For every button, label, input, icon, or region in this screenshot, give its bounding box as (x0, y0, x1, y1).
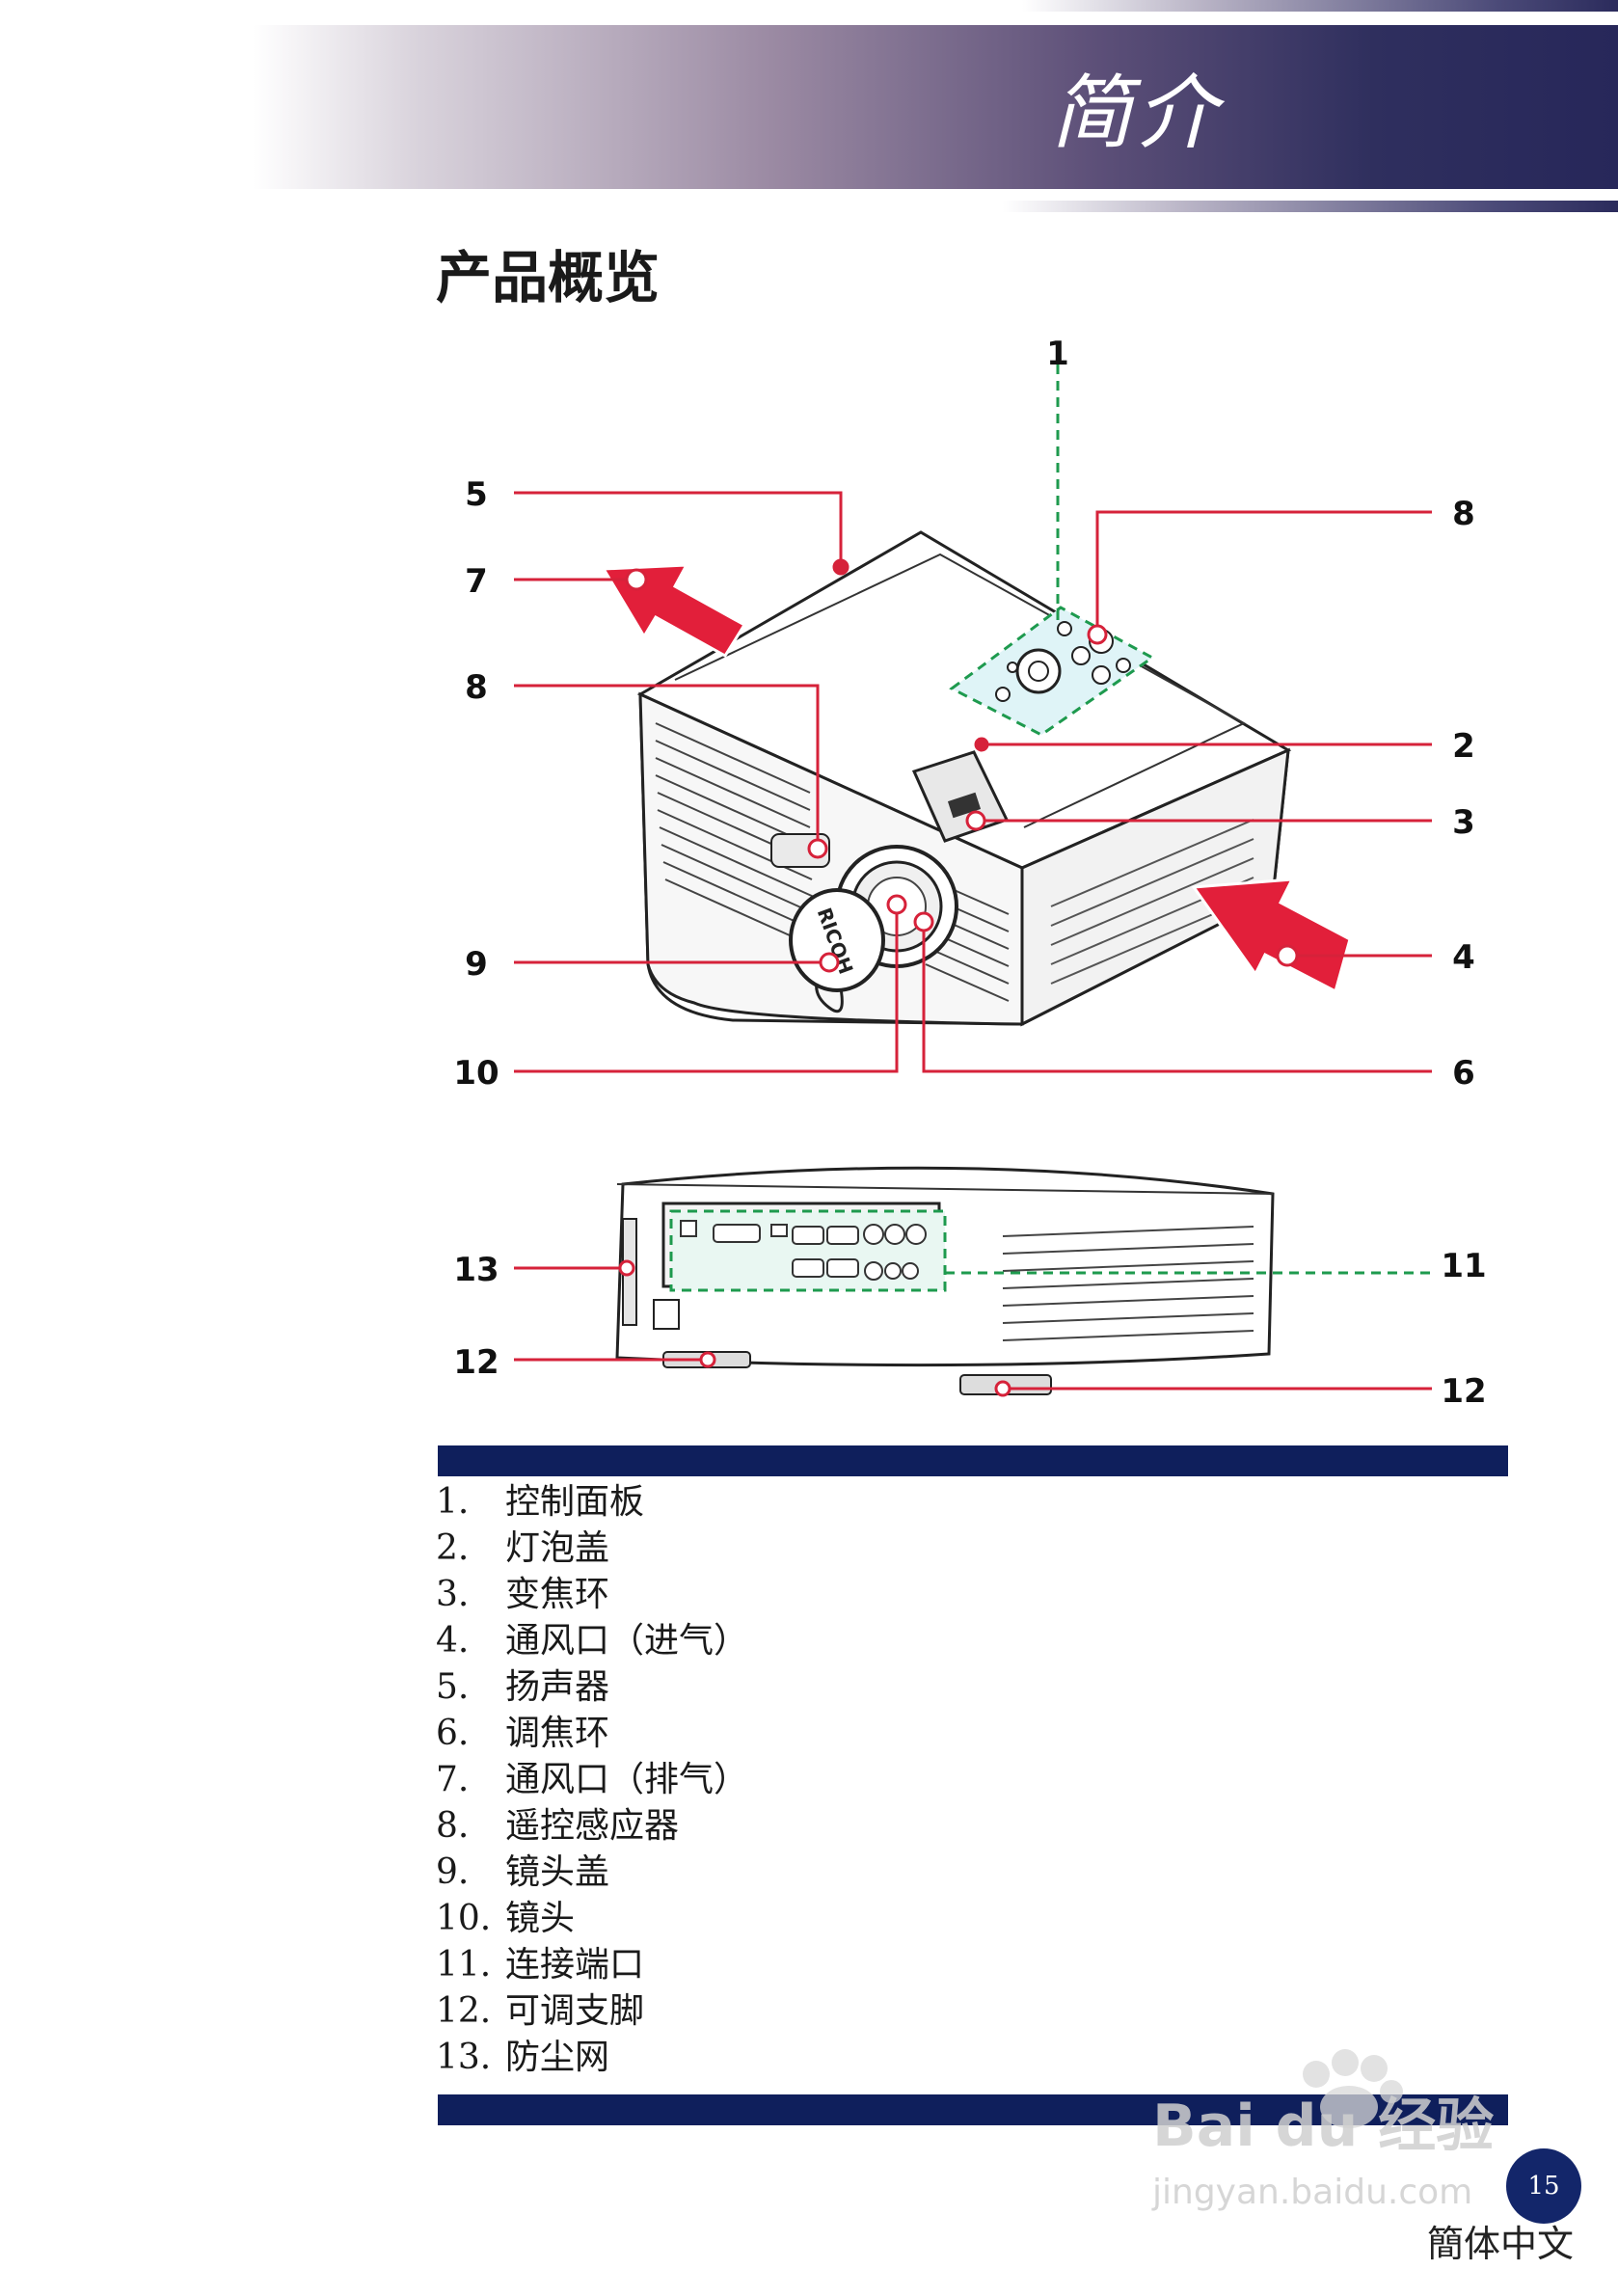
callout-7: 7 (465, 562, 488, 601)
callout-12-right: 12 (1441, 1372, 1486, 1411)
header-bottom-rule (1003, 201, 1618, 212)
callout-8-left: 8 (465, 668, 488, 707)
callout-10: 10 (453, 1054, 499, 1093)
list-item: 12.可调支脚 (436, 1991, 645, 2031)
baidu-watermark: Bai du 经验 jingyan.baidu.com (1151, 2049, 1494, 2212)
list-item: 13.防尘网 (436, 2038, 610, 2077)
projector-rear-illustration (615, 1166, 1275, 1395)
callout-12-left: 12 (453, 1343, 499, 1382)
leader-endpoints (618, 558, 1299, 1397)
list-item: 6.调焦环 (436, 1714, 610, 1753)
header-top-rule (1022, 0, 1618, 12)
callout-1: 1 (1046, 335, 1069, 373)
leader-lines (514, 365, 1432, 1391)
callout-9: 9 (465, 945, 488, 984)
watermark-sub: jingyan.baidu.com (1151, 2173, 1472, 2212)
list-item: 3.变焦环 (436, 1575, 610, 1614)
callout-3: 3 (1452, 803, 1475, 842)
list-item: 1.控制面板 (436, 1482, 645, 1522)
watermark-main: Bai du 经验 (1152, 2093, 1494, 2160)
chapter-title: 简介 (1051, 66, 1222, 160)
chapter-header-band (253, 25, 1618, 189)
callout-2: 2 (1452, 727, 1475, 766)
list-item: 7.通风口（排气） (436, 1760, 749, 1799)
callout-8-top: 8 (1452, 495, 1475, 533)
legend-top-bar (438, 1445, 1508, 1476)
list-item: 9.镜头盖 (436, 1852, 610, 1892)
language-label: 簡体中文 (1427, 2223, 1575, 2265)
callout-11: 11 (1441, 1247, 1486, 1285)
callout-4: 4 (1452, 938, 1475, 977)
list-item: 4.通风口（进气） (436, 1621, 749, 1661)
page-number-badge: 15 (1506, 2148, 1581, 2224)
callout-13: 13 (453, 1251, 499, 1289)
section-title: 产品概览 (436, 245, 661, 311)
parts-list: 1.控制面板 2.灯泡盖 3.变焦环 4.通风口（进气） 5.扬声器 6.调焦环… (436, 1479, 1304, 2081)
callout-6: 6 (1452, 1054, 1475, 1093)
list-item: 10.镜头 (436, 1899, 576, 1938)
list-item: 11.连接端口 (436, 1945, 645, 1985)
callout-5: 5 (465, 475, 488, 514)
projector-diagram: RICOH (453, 335, 1486, 1411)
list-item: 5.扬声器 (436, 1667, 610, 1707)
list-item: 8.遥控感应器 (436, 1806, 680, 1846)
list-item: 2.灯泡盖 (436, 1528, 610, 1568)
projector-front-illustration: RICOH (601, 530, 1352, 1027)
